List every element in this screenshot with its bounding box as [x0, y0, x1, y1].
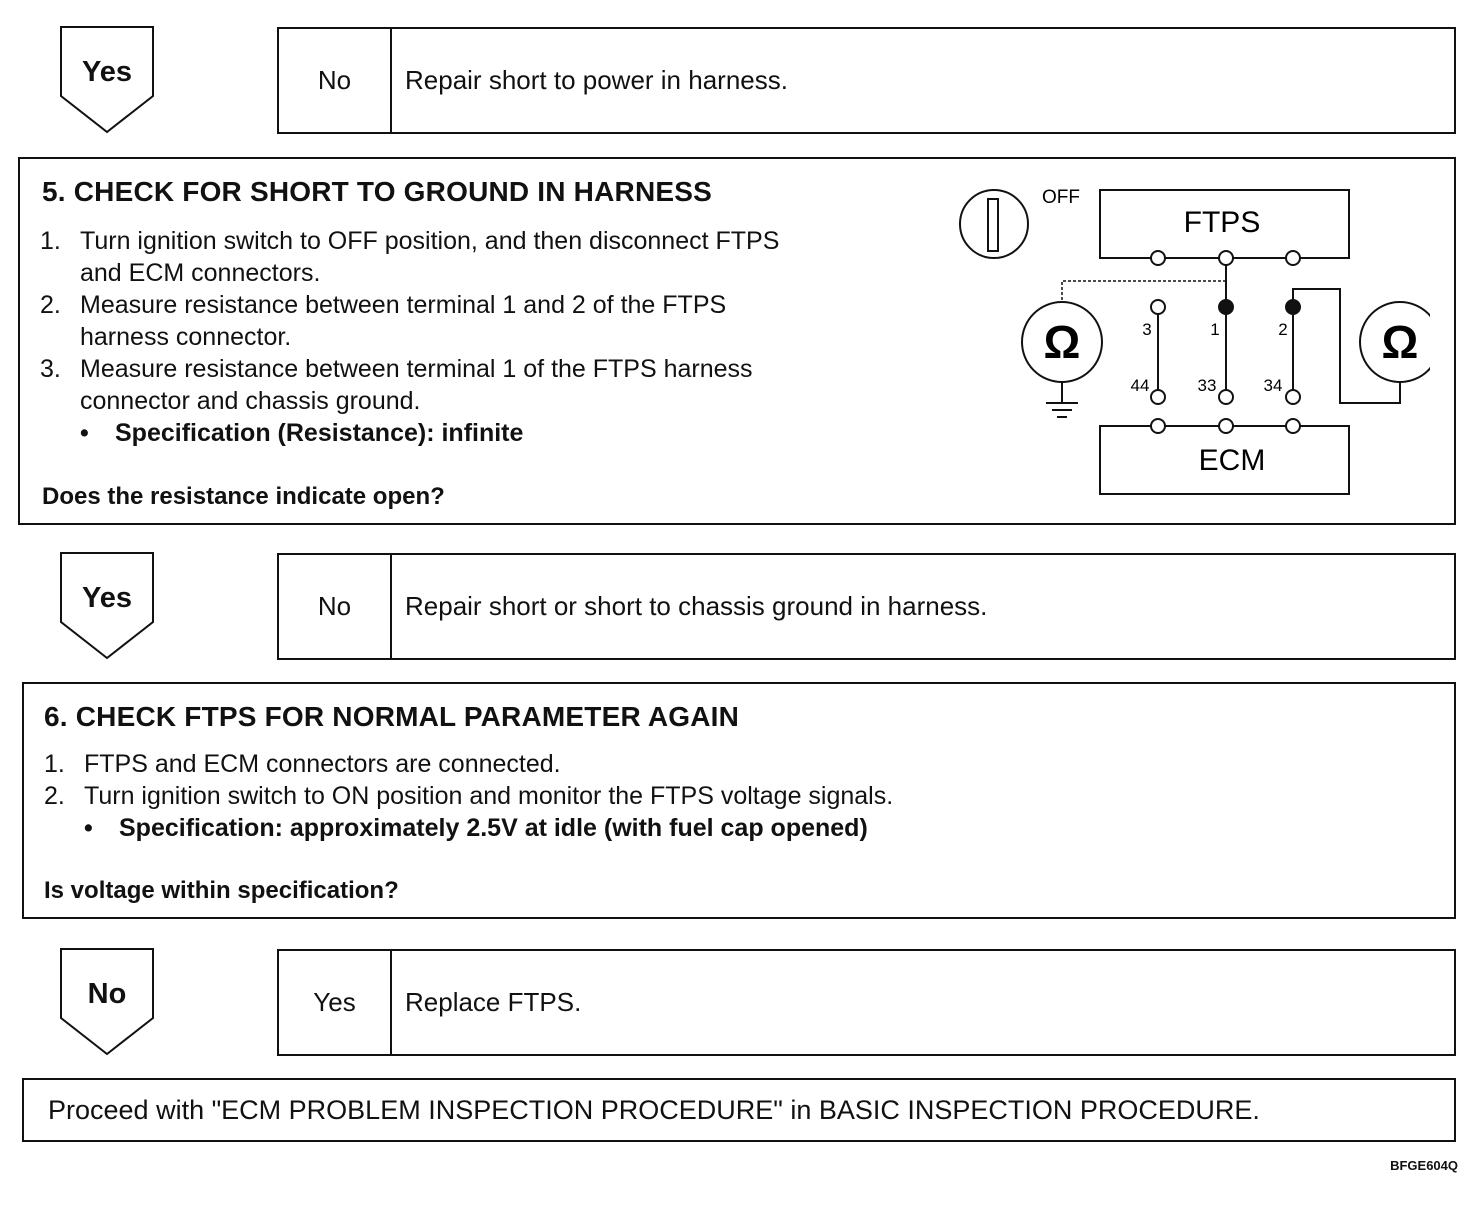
ignition-switch-icon: [959, 189, 1029, 259]
list-item: 2. Turn ignition switch to ON position a…: [44, 782, 894, 810]
branch-text: Replace FTPS.: [405, 987, 582, 1017]
step-5-box: 5. CHECK FOR SHORT TO GROUND IN HARNESS …: [18, 157, 1456, 525]
list-item: 3. Measure resistance between terminal 1…: [40, 355, 753, 415]
ftps-label: FTPS: [1184, 206, 1261, 239]
circuit-diagram: OFF FTPS ECM 3 1 2: [959, 187, 1430, 495]
svg-text:Ω: Ω: [1382, 316, 1419, 368]
pin-34-label: 34: [1264, 376, 1283, 395]
yes-branch-box: Yes Replace FTPS.: [277, 949, 1456, 1056]
yes-arrow: Yes: [60, 26, 156, 136]
list-item: 2. Measure resistance between terminal 1…: [40, 291, 727, 351]
pin-1-label: 1: [1210, 320, 1219, 339]
list-item: 1. Turn ignition switch to OFF position,…: [40, 227, 780, 287]
ecm-label: ECM: [1199, 444, 1266, 477]
branch-text: Repair short to power in harness.: [405, 65, 788, 95]
step-question: Is voltage within specification?: [44, 877, 399, 904]
branch-key: No: [279, 555, 392, 658]
step-6-box: 6. CHECK FTPS FOR NORMAL PARAMETER AGAIN…: [22, 682, 1456, 919]
branch-text: Repair short or short to chassis ground …: [405, 591, 988, 621]
figure-code: BFGE604Q: [1390, 1158, 1458, 1173]
pin-33-label: 33: [1198, 376, 1217, 395]
final-instruction: Proceed with "ECM PROBLEM INSPECTION PRO…: [48, 1094, 1260, 1125]
ohmmeter-right-icon: [1359, 301, 1430, 383]
step-list: 1. FTPS and ECM connectors are connected…: [44, 748, 893, 844]
pin-44-label: 44: [1131, 376, 1150, 395]
yes-arrow: Yes: [60, 552, 156, 662]
specification: •Specification: approximately 2.5V at id…: [84, 814, 868, 842]
step-title: 5. CHECK FOR SHORT TO GROUND IN HARNESS: [42, 176, 712, 207]
off-label: OFF: [1042, 187, 1080, 208]
step-title: 6. CHECK FTPS FOR NORMAL PARAMETER AGAIN: [44, 701, 740, 732]
branch-key: Yes: [279, 951, 392, 1054]
pin-3-label: 3: [1142, 320, 1151, 339]
final-instruction-box: Proceed with "ECM PROBLEM INSPECTION PRO…: [22, 1078, 1456, 1142]
list-item: 1. FTPS and ECM connectors are connected…: [44, 750, 561, 778]
branch-key: No: [279, 29, 392, 132]
step-question: Does the resistance indicate open?: [42, 483, 445, 510]
specification: •Specification (Resistance): infinite: [80, 419, 524, 447]
arrow-label: No: [87, 978, 127, 1010]
step-list: 1. Turn ignition switch to OFF position,…: [40, 225, 779, 449]
pin-2-label: 2: [1278, 320, 1287, 339]
arrow-label: Yes: [82, 56, 132, 88]
no-branch-box: No Repair short to power in harness.: [277, 27, 1456, 134]
ground-icon: [1046, 402, 1078, 418]
arrow-label: Yes: [82, 582, 132, 614]
svg-text:Ω: Ω: [1044, 316, 1081, 368]
no-arrow: No: [60, 948, 156, 1058]
no-branch-box: No Repair short or short to chassis grou…: [277, 553, 1456, 660]
